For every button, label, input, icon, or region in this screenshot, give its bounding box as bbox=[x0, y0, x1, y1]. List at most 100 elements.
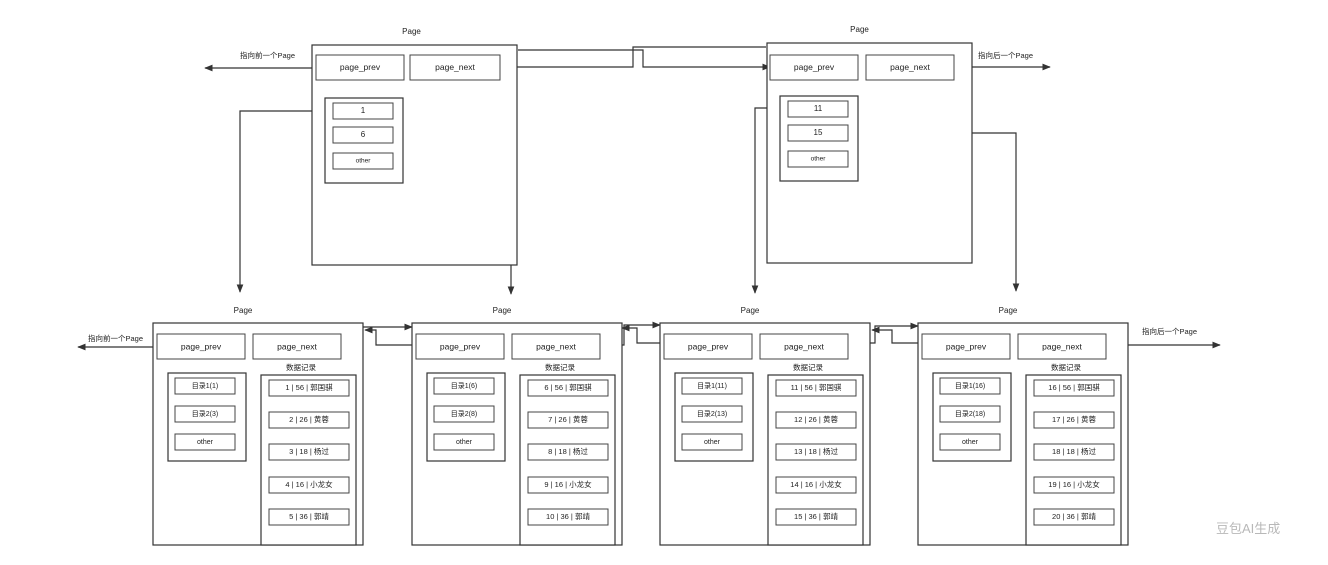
data-record-label: 10 | 36 | 郭靖 bbox=[546, 511, 590, 521]
data-record-label: 2 | 26 | 黄蓉 bbox=[289, 414, 329, 424]
page-title: Page bbox=[234, 306, 253, 315]
page-prev-label: page_prev bbox=[946, 341, 987, 351]
page-link-arrow bbox=[621, 324, 664, 344]
directory-entry bbox=[332, 102, 394, 120]
directory-entry-label: 目录2(18) bbox=[955, 410, 985, 418]
data-record-label: 8 | 18 | 杨过 bbox=[548, 446, 588, 456]
page-next-field bbox=[1017, 333, 1107, 360]
directory-entry-label: 1 bbox=[361, 106, 366, 115]
directory-entry-label: 目录1(16) bbox=[955, 382, 985, 390]
data-record-label: 12 | 26 | 黄蓉 bbox=[794, 414, 838, 424]
directory-entry-label: other bbox=[456, 439, 473, 446]
data-record bbox=[1033, 476, 1115, 494]
page-title: Page bbox=[999, 306, 1018, 315]
page-next-field bbox=[511, 333, 601, 360]
data-record bbox=[775, 379, 857, 397]
data-record-label: 18 | 18 | 杨过 bbox=[1052, 446, 1096, 456]
directory-entry bbox=[174, 433, 236, 451]
point-prev-label: 指向前一个Page bbox=[240, 50, 295, 60]
data-records-title: 数据记录 bbox=[286, 362, 316, 372]
page-link-arrow bbox=[871, 326, 922, 344]
point-next-label: 指向后一个Page bbox=[1142, 326, 1197, 336]
page-link-arrow bbox=[364, 326, 416, 346]
page-next-field bbox=[865, 54, 955, 81]
directory-entry bbox=[939, 405, 1001, 423]
page-prev-label: page_prev bbox=[794, 62, 835, 72]
data-record-label: 4 | 16 | 小龙女 bbox=[285, 479, 333, 489]
watermark: 豆包AI生成 bbox=[1216, 521, 1281, 536]
data-record bbox=[1033, 411, 1115, 429]
data-records-title: 数据记录 bbox=[793, 362, 823, 372]
page-next-label: page_next bbox=[435, 62, 475, 72]
page-title: Page bbox=[493, 306, 512, 315]
directory-entry bbox=[939, 433, 1001, 451]
data-record-label: 1 | 56 | 郭国骐 bbox=[285, 382, 333, 392]
directory-entry bbox=[787, 150, 849, 168]
page-next-label: page_next bbox=[890, 62, 930, 72]
directory-entry bbox=[332, 152, 394, 170]
data-record bbox=[1033, 508, 1115, 526]
page-next-label: page_next bbox=[1042, 341, 1082, 351]
page-prev-label: page_prev bbox=[440, 341, 481, 351]
page-prev-field bbox=[663, 333, 753, 360]
directory-entry-label: other bbox=[704, 439, 721, 446]
data-record bbox=[527, 411, 609, 429]
directory-entry bbox=[681, 433, 743, 451]
page-link-arrow bbox=[518, 49, 771, 71]
data-record bbox=[1033, 379, 1115, 397]
page-next-field bbox=[759, 333, 849, 360]
data-record bbox=[1033, 443, 1115, 461]
directory-entry bbox=[681, 377, 743, 395]
page-prev-label: page_prev bbox=[688, 341, 729, 351]
directory-entry-label: 15 bbox=[814, 128, 823, 137]
page-next-label: page_next bbox=[784, 341, 824, 351]
data-record bbox=[268, 508, 350, 526]
page-prev-field bbox=[415, 333, 505, 360]
data-record bbox=[775, 508, 857, 526]
page-prev-field bbox=[156, 333, 246, 360]
directory-entry bbox=[433, 433, 495, 451]
data-record bbox=[527, 508, 609, 526]
data-record bbox=[268, 379, 350, 397]
data-record bbox=[268, 476, 350, 494]
data-record bbox=[268, 443, 350, 461]
data-record-label: 7 | 26 | 黄蓉 bbox=[548, 414, 588, 424]
page-next-label: page_next bbox=[277, 341, 317, 351]
data-record bbox=[775, 411, 857, 429]
directory-entry-label: 目录1(6) bbox=[451, 382, 477, 390]
point-next-label: 指向后一个Page bbox=[978, 50, 1033, 60]
point-prev-label: 指向前一个Page bbox=[88, 333, 143, 343]
directory-entry bbox=[332, 126, 394, 144]
data-record-label: 15 | 36 | 郭靖 bbox=[794, 511, 838, 521]
directory-entry bbox=[787, 100, 849, 118]
data-record-label: 19 | 16 | 小龙女 bbox=[1048, 479, 1100, 489]
page-next-field bbox=[409, 54, 501, 81]
directory-entry-label: 目录2(3) bbox=[192, 410, 218, 418]
data-record-label: 11 | 56 | 郭国骐 bbox=[791, 382, 842, 392]
directory-entry-label: 目录1(11) bbox=[697, 382, 727, 390]
directory-entry-label: 目录1(1) bbox=[192, 382, 218, 390]
data-record-label: 5 | 36 | 郭靖 bbox=[289, 511, 329, 521]
data-record bbox=[527, 379, 609, 397]
page-next-field bbox=[252, 333, 342, 360]
data-record bbox=[268, 411, 350, 429]
index-to-child-arrow bbox=[236, 110, 333, 293]
directory-entry bbox=[681, 405, 743, 423]
data-record-label: 3 | 18 | 杨过 bbox=[289, 446, 329, 456]
directory-entry bbox=[174, 377, 236, 395]
data-record-label: 13 | 18 | 杨过 bbox=[794, 446, 838, 456]
data-record-label: 16 | 56 | 郭国骐 bbox=[1048, 382, 1100, 392]
data-record bbox=[775, 476, 857, 494]
data-record bbox=[775, 443, 857, 461]
directory-entry bbox=[433, 405, 495, 423]
page-next-label: page_next bbox=[536, 341, 576, 351]
page-title: Page bbox=[402, 27, 421, 36]
page-link-arrow bbox=[499, 46, 766, 71]
directory-entry bbox=[787, 124, 849, 142]
